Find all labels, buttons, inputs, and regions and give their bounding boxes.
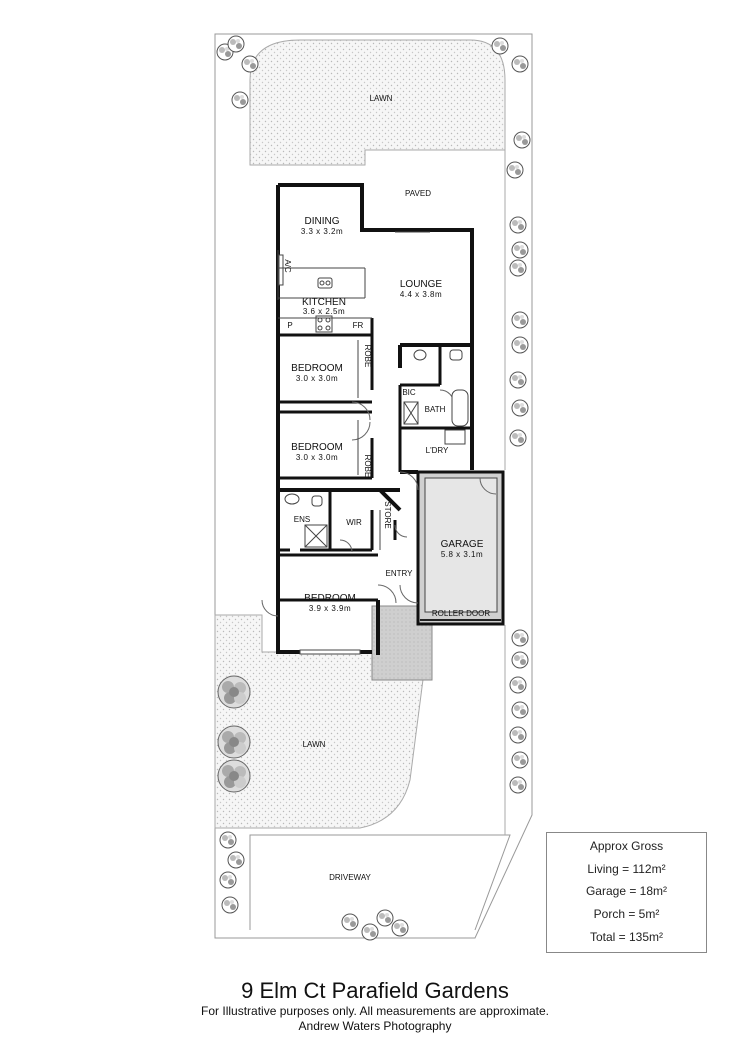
bedroom1-size: 3.0 x 3.0m: [296, 374, 338, 383]
robe2-label: ROBE: [363, 455, 372, 478]
bedroom2-label: BEDROOM: [291, 442, 343, 453]
bedroom3-size: 3.9 x 3.9m: [309, 604, 351, 613]
address-title: 9 Elm Ct Parafield Gardens: [241, 978, 509, 1003]
area-porch: Porch = 5m²: [593, 907, 660, 921]
internal-walls: [278, 318, 472, 602]
kitchen-size: 3.6 x 2.5m: [303, 307, 345, 316]
area-garage: Garage = 18m²: [585, 884, 668, 898]
area-summary-box: Approx Gross Living = 112m² Garage = 18m…: [546, 832, 707, 953]
paved-area: [365, 149, 506, 470]
roller-door-label: ROLLER DOOR: [432, 609, 490, 618]
kitchen-label: KITCHEN: [302, 297, 346, 308]
disclaimer-text: For Illustrative purposes only. All meas…: [201, 1004, 549, 1018]
lawn-top-label: LAWN: [370, 94, 393, 103]
area-total: Total = 135m²: [589, 930, 664, 944]
garage-label: GARAGE: [441, 539, 484, 550]
dining-label: DINING: [305, 216, 340, 227]
pantry-label: P: [287, 321, 292, 330]
laundry-label: L'DRY: [426, 446, 449, 455]
bedroom1-label: BEDROOM: [291, 363, 343, 374]
lawn-bottom-label: LAWN: [303, 740, 326, 749]
area-living: Living = 112m²: [587, 862, 666, 876]
robe1-label: ROBE: [363, 345, 372, 368]
bathtub: [451, 389, 469, 427]
ac-label: A/C: [283, 259, 292, 273]
bic-label: BIC: [402, 388, 416, 397]
garage-size: 5.8 x 3.1m: [441, 550, 483, 559]
area-heading: Approx Gross: [589, 839, 664, 853]
entry-label: ENTRY: [386, 569, 414, 578]
ens-label: ENS: [294, 515, 310, 524]
bedroom3-label: BEDROOM: [304, 593, 356, 604]
wir-label: WIR: [346, 518, 362, 527]
photographer-credit: Andrew Waters Photography: [298, 1019, 452, 1033]
lounge-size: 4.4 x 3.8m: [400, 290, 442, 299]
lounge-label: LOUNGE: [400, 279, 443, 290]
driveway-label: DRIVEWAY: [329, 873, 371, 882]
paved-label: PAVED: [405, 189, 431, 198]
dining-size: 3.3 x 3.2m: [301, 227, 343, 236]
store-label: STORE: [383, 501, 392, 528]
fridge-label: FR: [353, 321, 364, 330]
bedroom2-size: 3.0 x 3.0m: [296, 453, 338, 462]
bath-label: BATH: [425, 405, 446, 414]
driveway: [249, 834, 511, 931]
